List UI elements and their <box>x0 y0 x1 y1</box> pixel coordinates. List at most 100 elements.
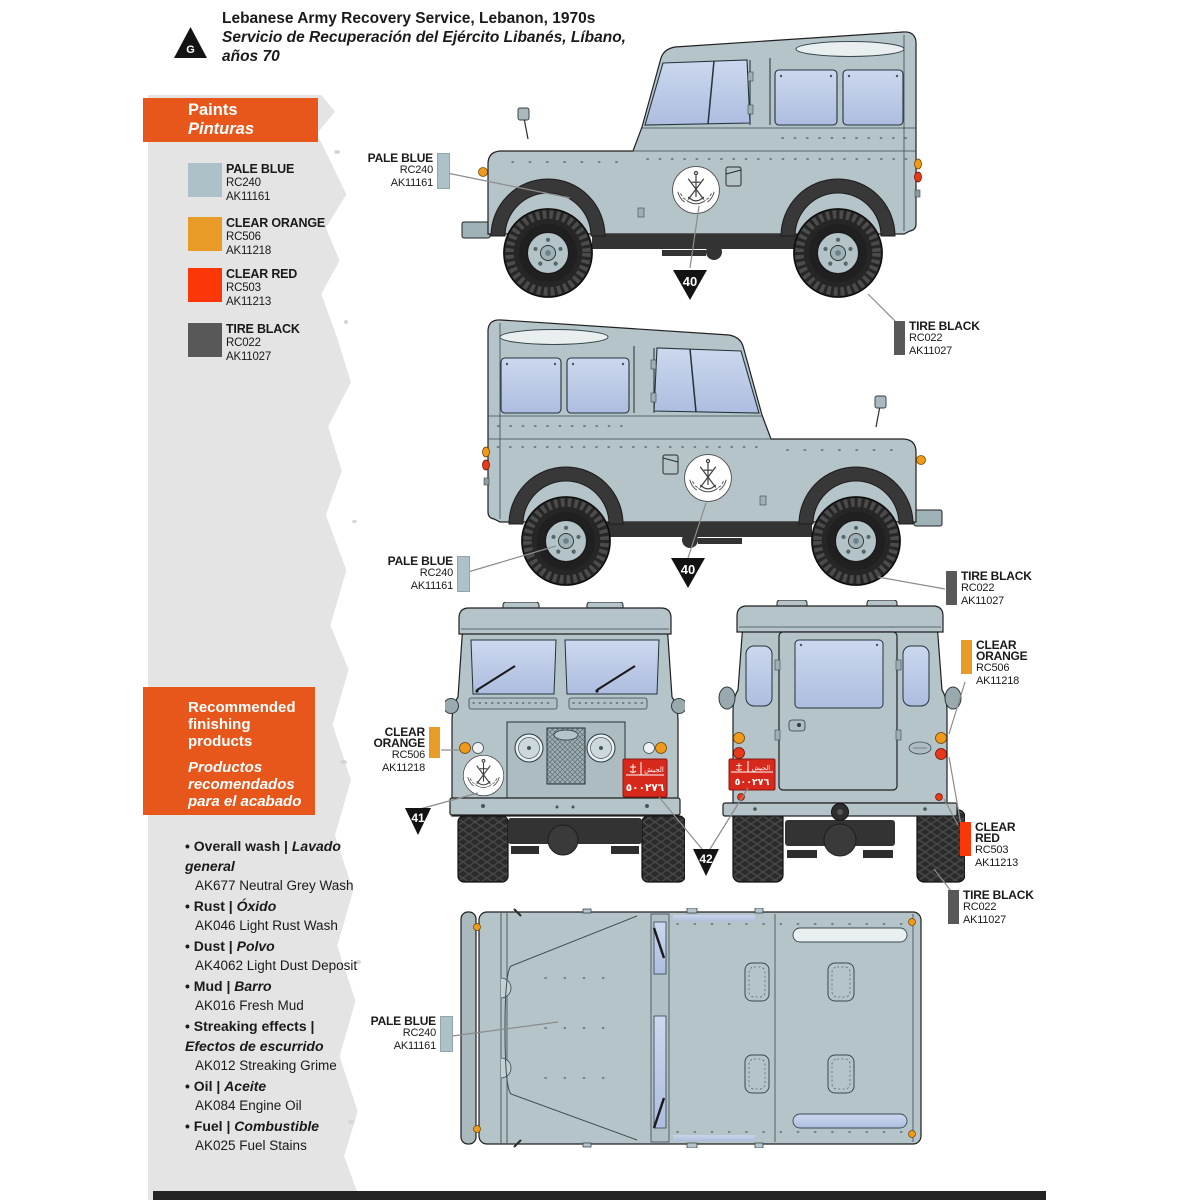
paint-rc-code: RC240 <box>226 177 261 189</box>
color-bar <box>440 1016 453 1052</box>
callout-ak: AK11027 <box>963 913 1007 926</box>
svg-text:٥٠٠٢٧٦: ٥٠٠٢٧٦ <box>735 777 770 788</box>
color-bar <box>894 321 905 355</box>
callout-pale-blue-side1: PALE BLUE RC240 AK11161 <box>365 151 450 189</box>
scheme-marker-triangle: G <box>174 27 207 58</box>
paint-rc-code: RC503 <box>226 282 261 294</box>
finishing-title-es: Productos recomendados para el acabado <box>188 759 302 810</box>
paper-speckle <box>344 320 348 324</box>
list-item: • Overall wash | Lavado general AK677 Ne… <box>185 836 367 896</box>
vehicle-side-view-left <box>452 12 952 304</box>
product-name: AK025 Fuel Stains <box>195 1138 307 1153</box>
title-english: Lebanese Army Recovery Service, Lebanon,… <box>222 10 596 27</box>
title-spanish: Servicio de Recuperación del Ejército Li… <box>222 29 626 46</box>
callout-paint-name: CLEAR ORANGE <box>976 638 1028 663</box>
paper-speckle <box>352 520 357 523</box>
rear-license-plate: الجيش ٥٠٠٢٧٦ <box>728 758 776 791</box>
list-item: • Streaking effects | Efectos de escurri… <box>185 1016 367 1076</box>
callout-ak: AK11218 <box>976 674 1020 687</box>
callout-tire-black-side1: TIRE BLACK RC022 AK11027 <box>894 319 981 357</box>
color-bar <box>948 890 959 924</box>
list-item: • Rust | Óxido AK046 Light Rust Wash <box>185 896 367 936</box>
product-name: AK4062 Light Dust Deposit <box>195 958 358 973</box>
callout-paint-name: CLEAR ORANGE <box>373 725 426 750</box>
paint-swatch-pale-blue <box>188 163 222 197</box>
color-bar <box>429 727 440 758</box>
paint-swatch-row: TIRE BLACK RC022 AK11027 <box>143 323 343 363</box>
callout-rc: RC022 <box>909 332 943 344</box>
paper-speckle <box>348 1120 354 1124</box>
callout-rc: RC022 <box>963 901 997 913</box>
paint-swatch-row: CLEAR ORANGE RC506 AK11218 <box>143 216 343 257</box>
paint-name: PALE BLUE <box>226 162 295 176</box>
callout-ak: AK11161 <box>410 579 453 592</box>
callout-ak: AK11218 <box>381 761 425 774</box>
paper-speckle <box>356 960 361 964</box>
callout-ak: AK11027 <box>909 344 953 357</box>
paint-swatch-clear-red <box>188 268 222 302</box>
color-bar <box>961 640 972 674</box>
callout-paint-name: PALE BLUE <box>370 1014 437 1028</box>
callout-rc: RC240 <box>402 1027 436 1039</box>
svg-text:٥٠٠٢٧٦: ٥٠٠٢٧٦ <box>626 782 665 794</box>
torn-paper-strip <box>148 95 361 1200</box>
callout-paint-name: TIRE BLACK <box>909 319 980 333</box>
callout-paint-name: PALE BLUE <box>387 554 454 568</box>
paint-swatch-row: PALE BLUE RC240 AK11161 <box>143 162 343 203</box>
callout-ak: AK11161 <box>390 176 433 189</box>
paper-speckle <box>340 760 347 764</box>
paper-speckle <box>334 150 340 154</box>
finishing-panel-header: Recommended finishing products Productos… <box>143 687 315 815</box>
paints-title-es: Pinturas <box>188 120 255 138</box>
callout-ak: AK11027 <box>961 594 1005 607</box>
callout-clear-orange-front: CLEAR ORANGE RC506 AK11218 <box>369 725 440 774</box>
callout-rc: RC240 <box>399 164 433 176</box>
callout-ak: AK11161 <box>393 1039 436 1052</box>
color-bar <box>960 822 971 856</box>
list-item: • Dust | Polvo AK4062 Light Dust Deposit <box>185 936 367 976</box>
color-bar <box>437 153 450 189</box>
paint-ak-code: AK11027 <box>226 351 272 363</box>
finishing-title: Recommended finishing products <box>188 699 296 750</box>
callout-pale-blue-top: PALE BLUE RC240 AK11161 <box>368 1014 453 1052</box>
callout-rc: RC506 <box>976 662 1010 674</box>
list-item: • Mud | Barro AK016 Fresh Mud <box>185 976 367 1016</box>
color-bar <box>457 556 470 592</box>
callout-paint-name: PALE BLUE <box>367 151 434 165</box>
scheme-title: Lebanese Army Recovery Service, Lebanon,… <box>222 9 682 66</box>
decal-marker-41-front: 41 <box>405 808 431 835</box>
finishing-product-list: • Overall wash | Lavado general AK677 Ne… <box>185 836 367 1156</box>
product-name: AK677 Neutral Grey Wash <box>195 878 354 893</box>
callout-rc: RC240 <box>419 567 453 579</box>
callout-ak: AK11213 <box>975 856 1019 869</box>
svg-text:الجيش: الجيش <box>752 764 770 772</box>
paint-name: CLEAR ORANGE <box>226 216 325 230</box>
vehicle-top-view <box>460 908 922 1148</box>
paint-swatch-tire-black <box>188 323 222 357</box>
callout-tire-black-side2: TIRE BLACK RC022 AK11027 <box>946 570 1033 607</box>
callout-tire-black-rear: TIRE BLACK RC022 AK11027 <box>948 888 1035 926</box>
callout-rc: RC506 <box>391 749 425 761</box>
product-name: AK016 Fresh Mud <box>195 998 304 1013</box>
scheme-letter: G <box>186 44 195 56</box>
paint-swatch-row: CLEAR RED RC503 AK11213 <box>143 267 343 308</box>
callout-clear-orange-rear: CLEAR ORANGE RC506 AK11218 <box>961 638 1034 687</box>
callout-rc: RC503 <box>975 844 1009 856</box>
svg-text:الجيش: الجيش <box>644 766 664 774</box>
list-item: • Oil | Aceite AK084 Engine Oil <box>185 1076 367 1116</box>
paint-ak-code: AK11161 <box>226 191 271 203</box>
product-name: AK012 Streaking Grime <box>195 1058 337 1073</box>
color-bar <box>946 571 957 605</box>
paints-title: Paints <box>188 101 238 119</box>
callout-pale-blue-side2: PALE BLUE RC240 AK11161 <box>385 554 470 592</box>
front-license-plate: الجيش ٥٠٠٢٧٦ <box>622 758 668 798</box>
paint-swatch-clear-orange <box>188 217 222 251</box>
callout-paint-name: TIRE BLACK <box>963 888 1034 902</box>
paint-rc-code: RC022 <box>226 337 261 349</box>
vehicle-rear-view: الجيش ٥٠٠٢٧٦ <box>718 600 965 883</box>
vehicle-side-view-right <box>452 300 952 592</box>
paint-name: CLEAR RED <box>226 267 298 281</box>
paint-ak-code: AK11213 <box>226 296 272 308</box>
title-spanish-2: años 70 <box>222 48 280 65</box>
